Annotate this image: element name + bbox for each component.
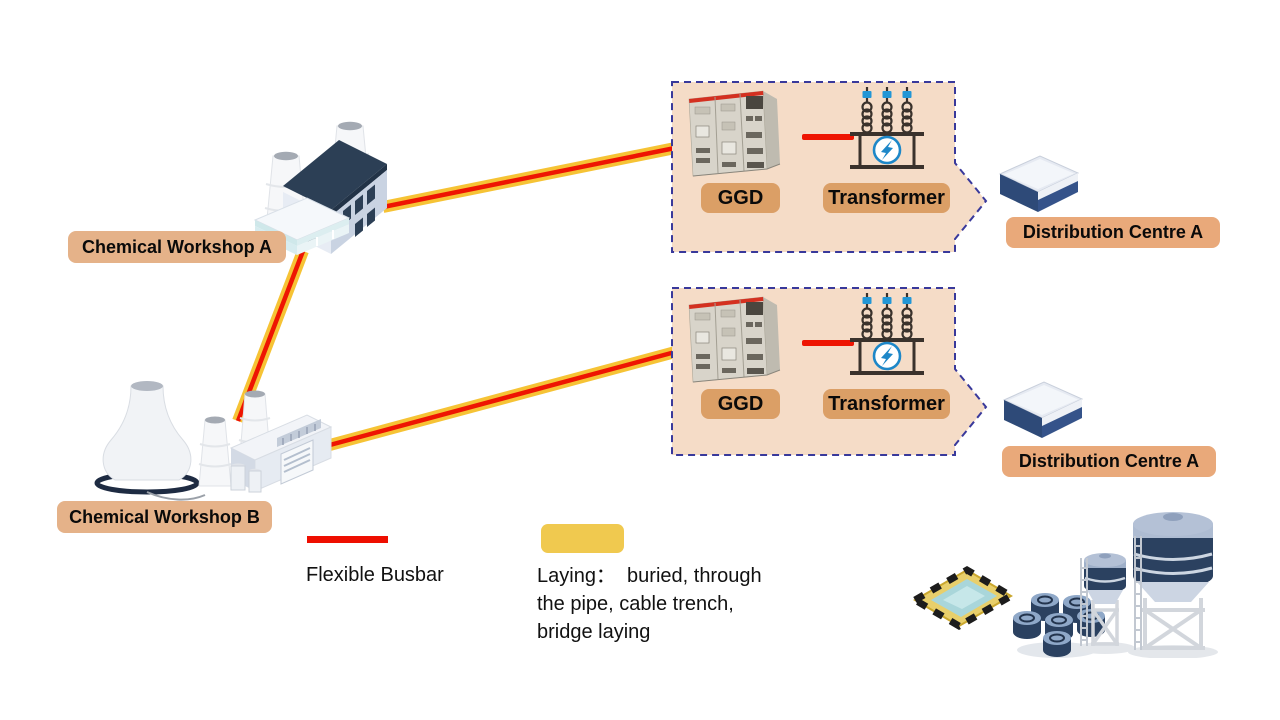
busbar-connector-top	[802, 134, 854, 140]
laying-swatch	[541, 524, 624, 553]
distribution-centre-label-top: Distribution Centre A	[1006, 217, 1220, 248]
storage-drums-icon	[1013, 593, 1105, 658]
small-silo-icon	[1075, 553, 1135, 654]
ggd-label-text: GGD	[717, 186, 764, 209]
large-silo-icon	[1128, 512, 1218, 658]
workshop-b-label: Chemical Workshop B	[57, 501, 272, 533]
workshop-b-text: Chemical Workshop B	[69, 506, 260, 527]
transformer-icon	[850, 87, 924, 169]
ggd-label-bottom: GGD	[701, 389, 780, 419]
distribution-box-illustration	[998, 155, 1080, 212]
cooling-tower-icon	[94, 381, 206, 501]
workshop-a-building-illustration	[253, 121, 387, 255]
ggd-label-top: GGD	[701, 183, 780, 213]
distribution-centre-text: Distribution Centre A	[1018, 451, 1200, 471]
ggd-label-text: GGD	[717, 392, 764, 415]
transformer-label-top: Transformer	[823, 183, 950, 213]
laying-line-1: Laying： buried, through	[537, 565, 762, 587]
laying-line-2: the pipe, cable trench,	[537, 593, 734, 615]
laying-legend-text: Laying： buried, through the pipe, cable …	[537, 562, 762, 646]
distribution-centre-label-bottom: Distribution Centre A	[1002, 446, 1216, 477]
workshop-a-label: Chemical Workshop A	[68, 231, 286, 263]
transformer-label-bottom: Transformer	[823, 389, 950, 419]
workshop-b-plant-illustration	[94, 381, 333, 501]
storage-facility-illustration	[908, 512, 1218, 658]
ggd-cabinet-illustration	[688, 90, 781, 177]
transformer-icon	[850, 293, 924, 375]
factory-hall-icon	[229, 414, 333, 493]
distribution-box-illustration	[1002, 381, 1084, 438]
ggd-cabinet-illustration	[688, 296, 781, 383]
chimney-icon	[198, 416, 232, 487]
flexible-busbar-swatch	[307, 536, 388, 543]
distribution-centre-text: Distribution Centre A	[1022, 222, 1204, 242]
busbar-line-workshopA-panelTop	[381, 139, 692, 213]
pool-icon	[908, 565, 1018, 631]
workshop-a-text: Chemical Workshop A	[81, 236, 273, 257]
laying-line-3: bridge laying	[537, 621, 651, 643]
transformer-label-text: Transformer	[828, 186, 945, 209]
transformer-label-text: Transformer	[828, 392, 945, 415]
flexible-busbar-legend-label: Flexible Busbar	[306, 564, 444, 586]
busbar-connector-bottom	[802, 340, 854, 346]
